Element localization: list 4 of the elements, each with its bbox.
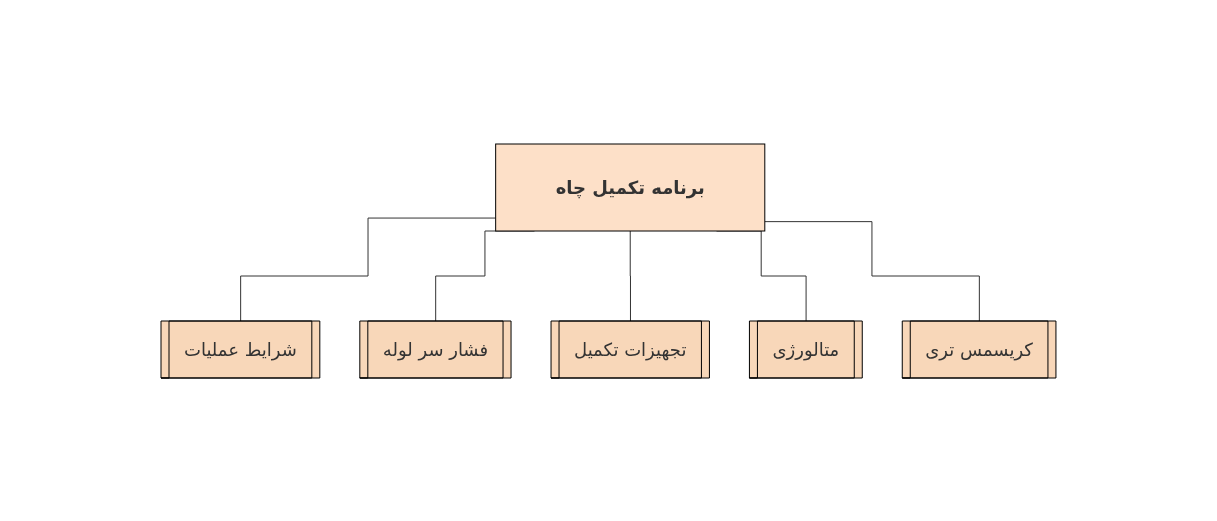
connector <box>629 230 632 322</box>
connector <box>764 220 981 322</box>
connector <box>240 217 497 322</box>
node-box: برنامه تکمیل چاه <box>495 143 766 231</box>
